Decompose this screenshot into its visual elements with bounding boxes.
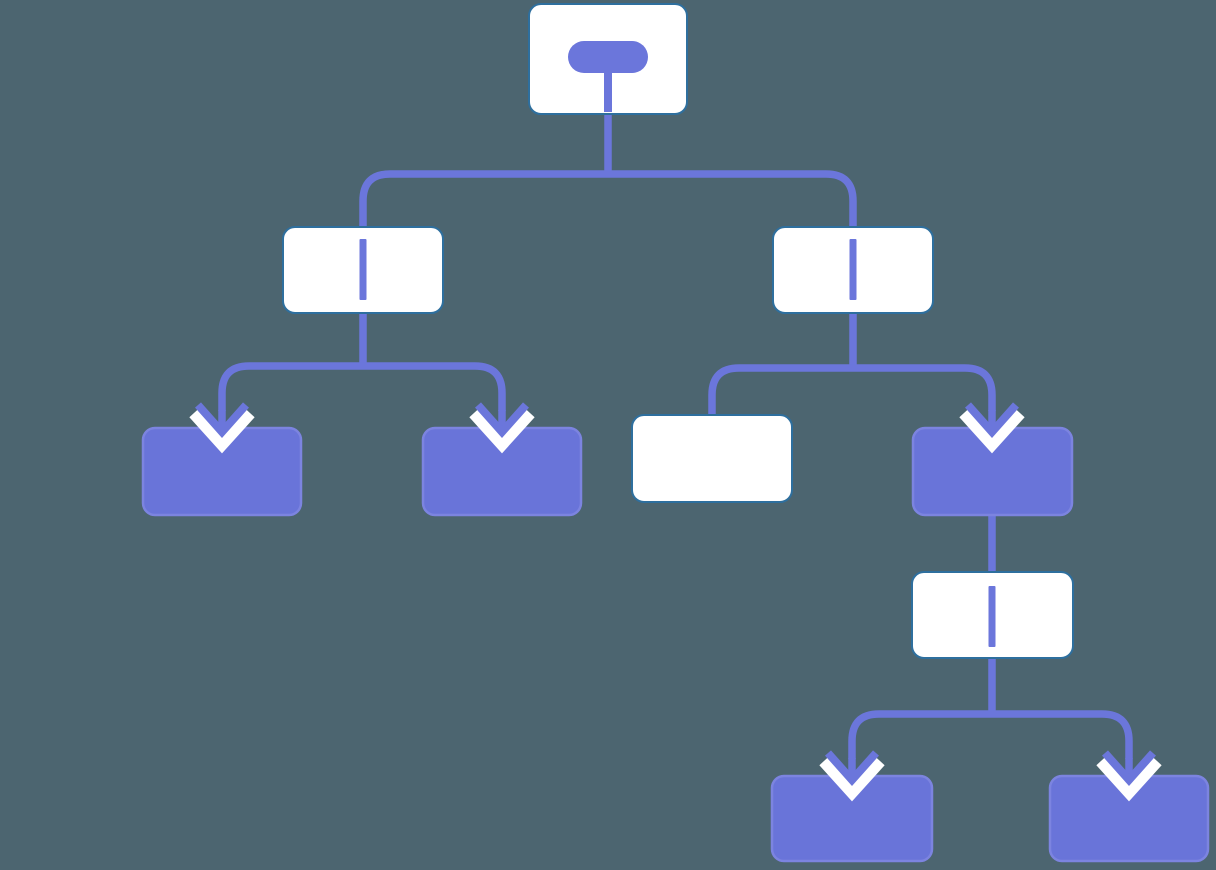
edge-branchleft-to-leaves (218, 362, 506, 411)
vertical-bar-icon (988, 586, 996, 647)
edge-root-to-branches (359, 170, 857, 232)
node-icon-group (359, 41, 996, 647)
vertical-bar-icon (359, 239, 367, 300)
edge-branchright-to-children (708, 364, 996, 416)
node-leaf-white[interactable] (631, 414, 793, 503)
edge-group (218, 105, 1133, 759)
root-pill-icon (568, 41, 648, 73)
root-pill-stem-icon (604, 70, 612, 112)
edge-branchlower-to-leaves (848, 710, 1133, 759)
node-group (141, 3, 1210, 863)
vertical-bar-icon (849, 239, 857, 300)
